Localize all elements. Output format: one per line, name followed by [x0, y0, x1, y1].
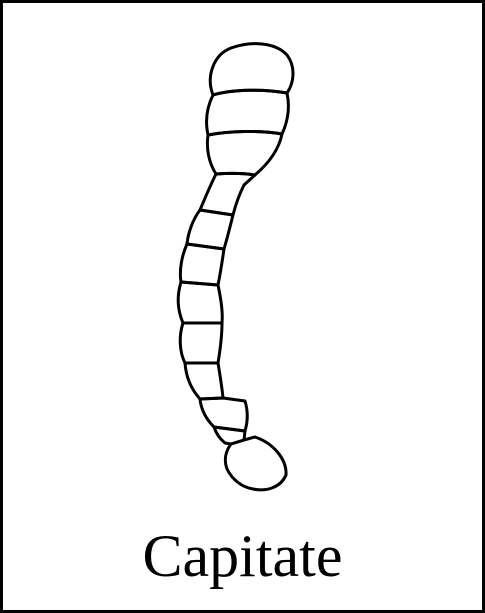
- shaft-segment-3: [178, 242, 226, 287]
- shaft-segment-7: [198, 396, 249, 433]
- caption-text: Capitate: [142, 523, 343, 589]
- club-segment-3: [205, 129, 284, 177]
- shaft-segment-2: [185, 208, 235, 251]
- shaft-segment-5: [178, 321, 224, 365]
- capitate-antenna-icon: [176, 42, 295, 492]
- club-segment-tip: [208, 42, 295, 97]
- base-segment: [223, 435, 288, 492]
- shaft-segment-4: [176, 280, 224, 325]
- shaft-segment-6: [183, 361, 225, 401]
- club-segment-2: [205, 88, 290, 137]
- shaft-segment-1: [198, 171, 257, 217]
